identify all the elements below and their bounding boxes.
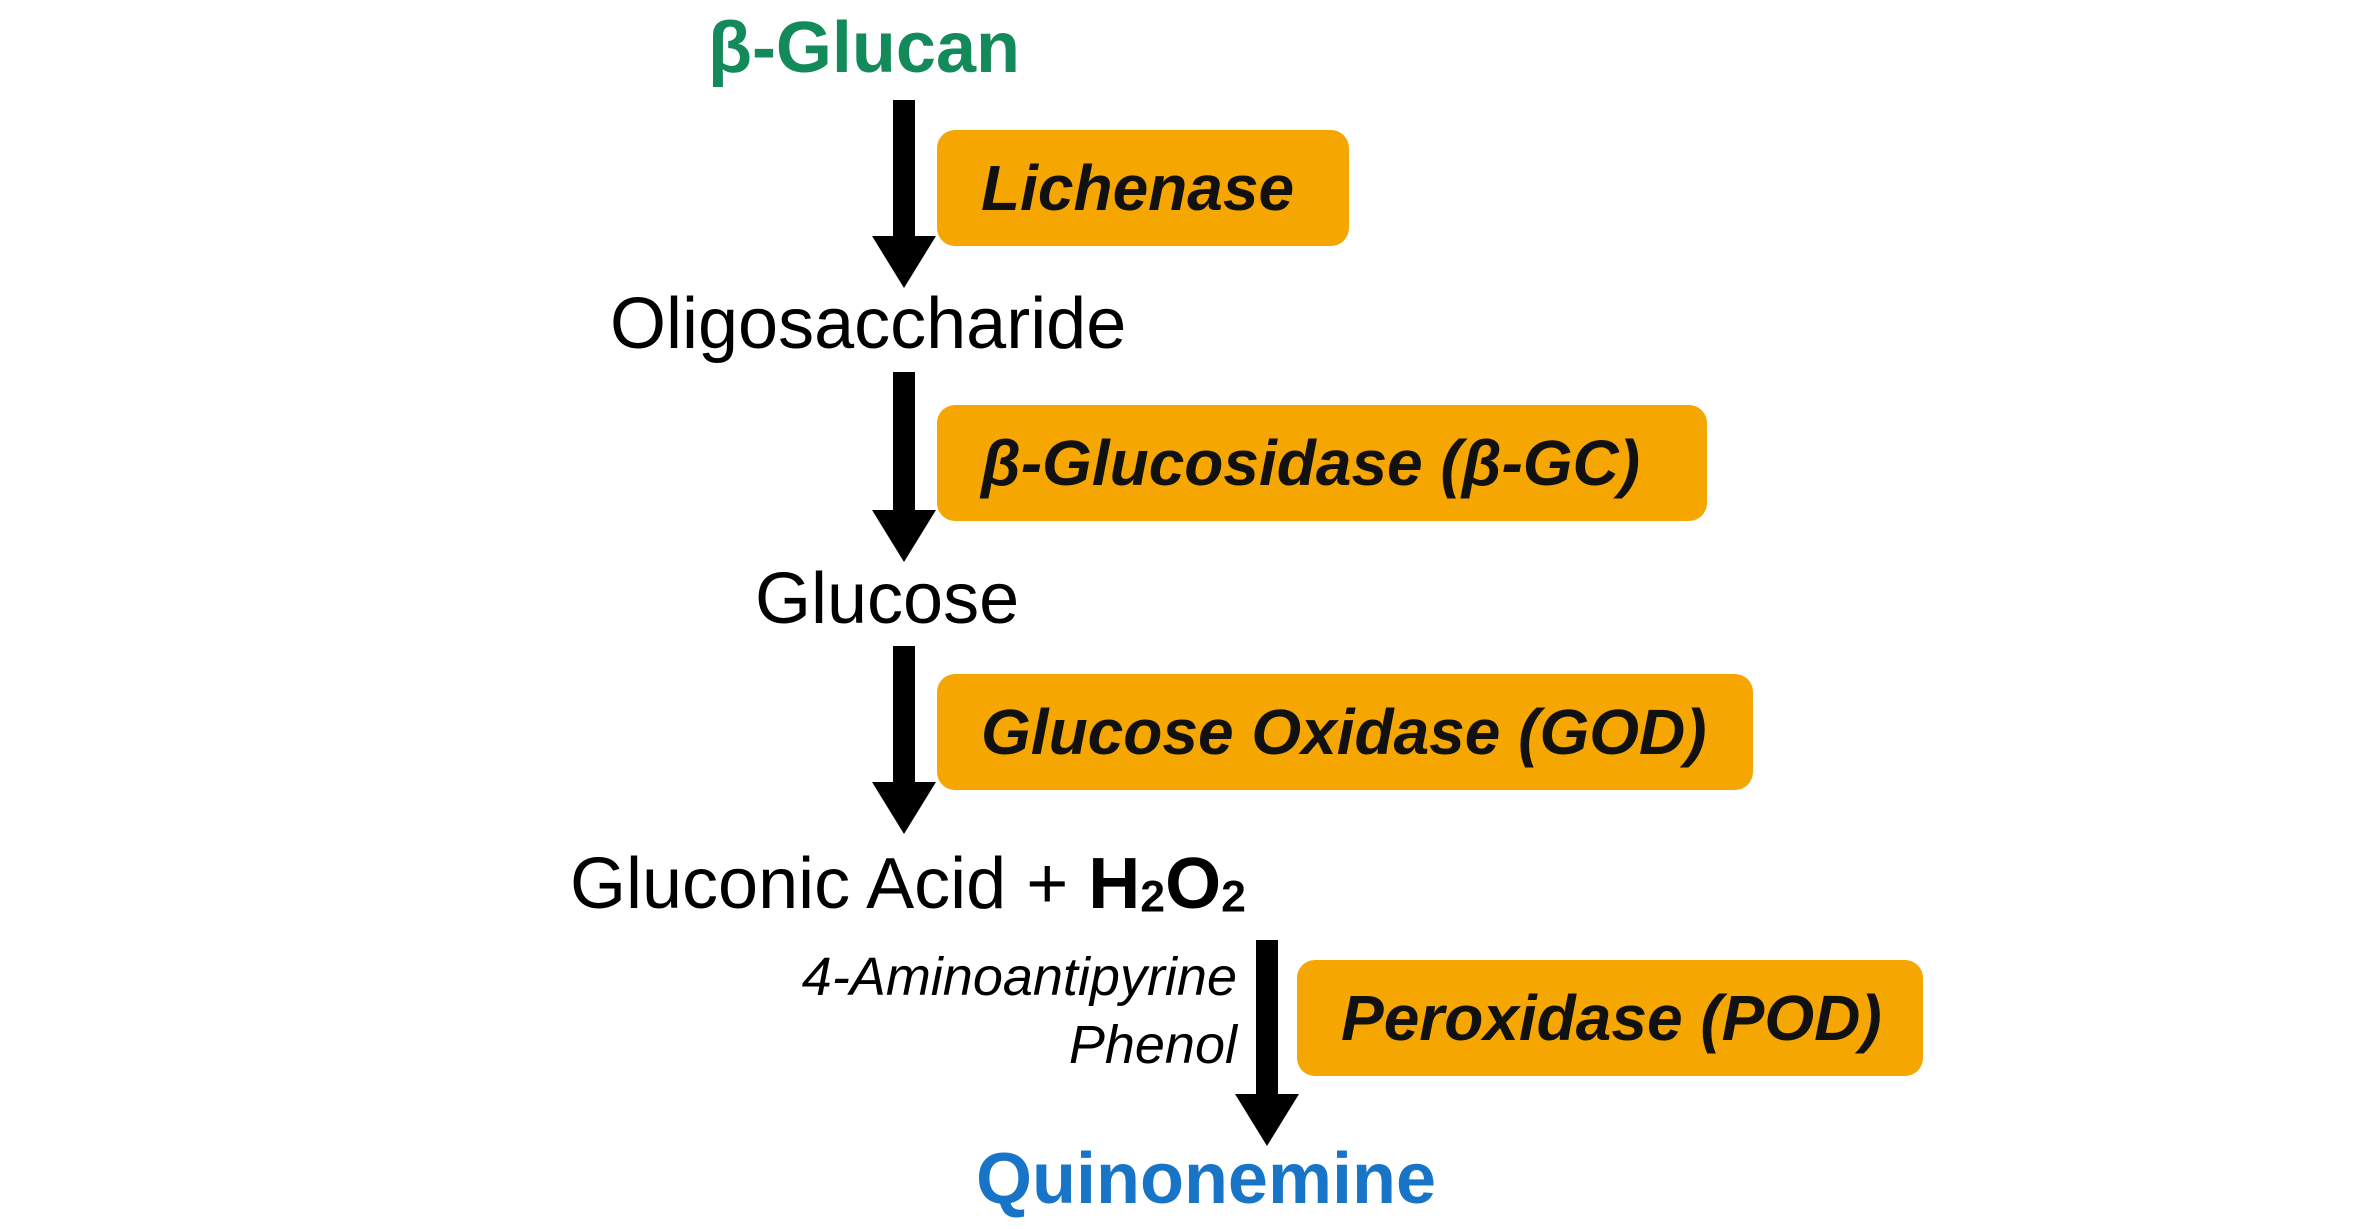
enzyme-beta-glucosidase: β-Glucosidase (β-GC): [937, 405, 1707, 521]
enzyme-lichenase: Lichenase: [937, 130, 1349, 246]
intermediate-gluconic-acid-h2o2: Gluconic Acid + H2O2: [570, 848, 1246, 920]
arrow-h2o2-to-quinonemine: [1235, 940, 1299, 1146]
arrow-glucan-to-oligosaccharide: [872, 100, 936, 288]
gluconic-acid-label: Gluconic Acid +: [570, 844, 1069, 924]
product-quinonemine: Quinonemine: [976, 1139, 1437, 1219]
intermediate-oligosaccharide: Oligosaccharide: [610, 284, 1127, 364]
substrate-beta-glucan: β-Glucan: [708, 8, 1020, 88]
enzyme-peroxidase-label: Peroxidase (POD): [1341, 982, 1882, 1054]
enzyme-glucose-oxidase: Glucose Oxidase (GOD): [937, 674, 1753, 790]
enzyme-beta-glucosidase-label: β-Glucosidase (β-GC): [981, 427, 1641, 499]
reagent-4-aminoantipyrine: 4-Aminoantipyrine: [801, 947, 1237, 1007]
intermediate-glucose: Glucose: [755, 559, 1020, 639]
arrow-glucose-to-gluconic-acid: [872, 646, 936, 834]
arrow-oligosaccharide-to-glucose: [872, 372, 936, 562]
reagents: 4-Aminoantipyrine Phenol: [700, 950, 1237, 1072]
h2o2-formula: H2O2: [1088, 844, 1246, 924]
enzyme-lichenase-label: Lichenase: [981, 152, 1295, 224]
enzyme-peroxidase: Peroxidase (POD): [1297, 960, 1923, 1076]
enzyme-glucose-oxidase-label: Glucose Oxidase (GOD): [981, 696, 1707, 768]
reagent-phenol: Phenol: [1068, 1015, 1237, 1075]
